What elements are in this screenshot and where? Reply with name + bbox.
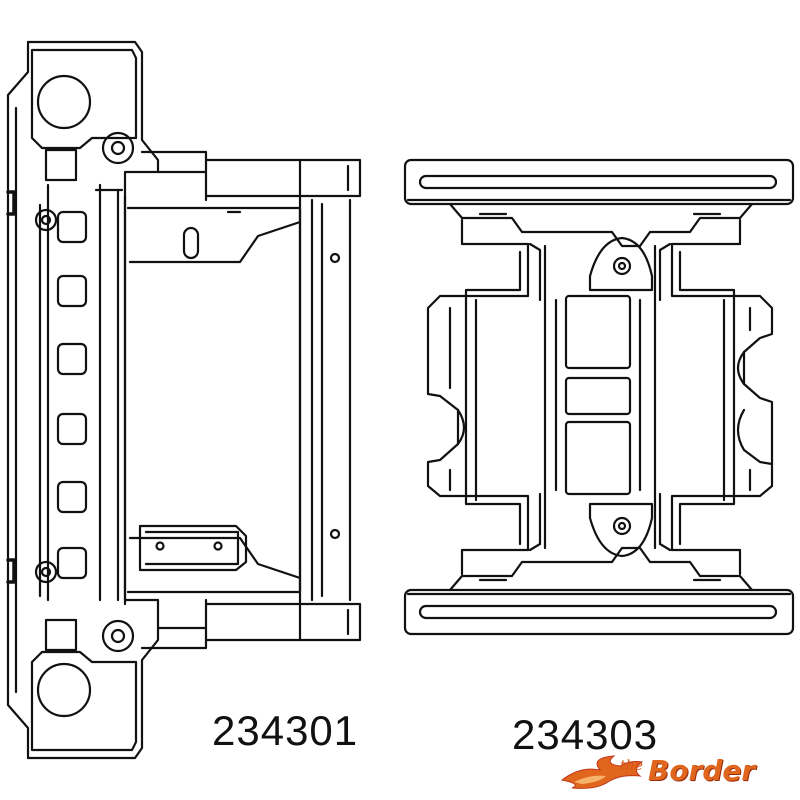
part-number-234301: 234301 [212, 707, 359, 754]
part-number-234303: 234303 [512, 711, 659, 758]
the-border-logo: the Border [560, 752, 796, 796]
flame-icon [560, 755, 644, 789]
logo-prefix-text: the [620, 758, 643, 774]
logo-word-text: Border [648, 754, 756, 787]
